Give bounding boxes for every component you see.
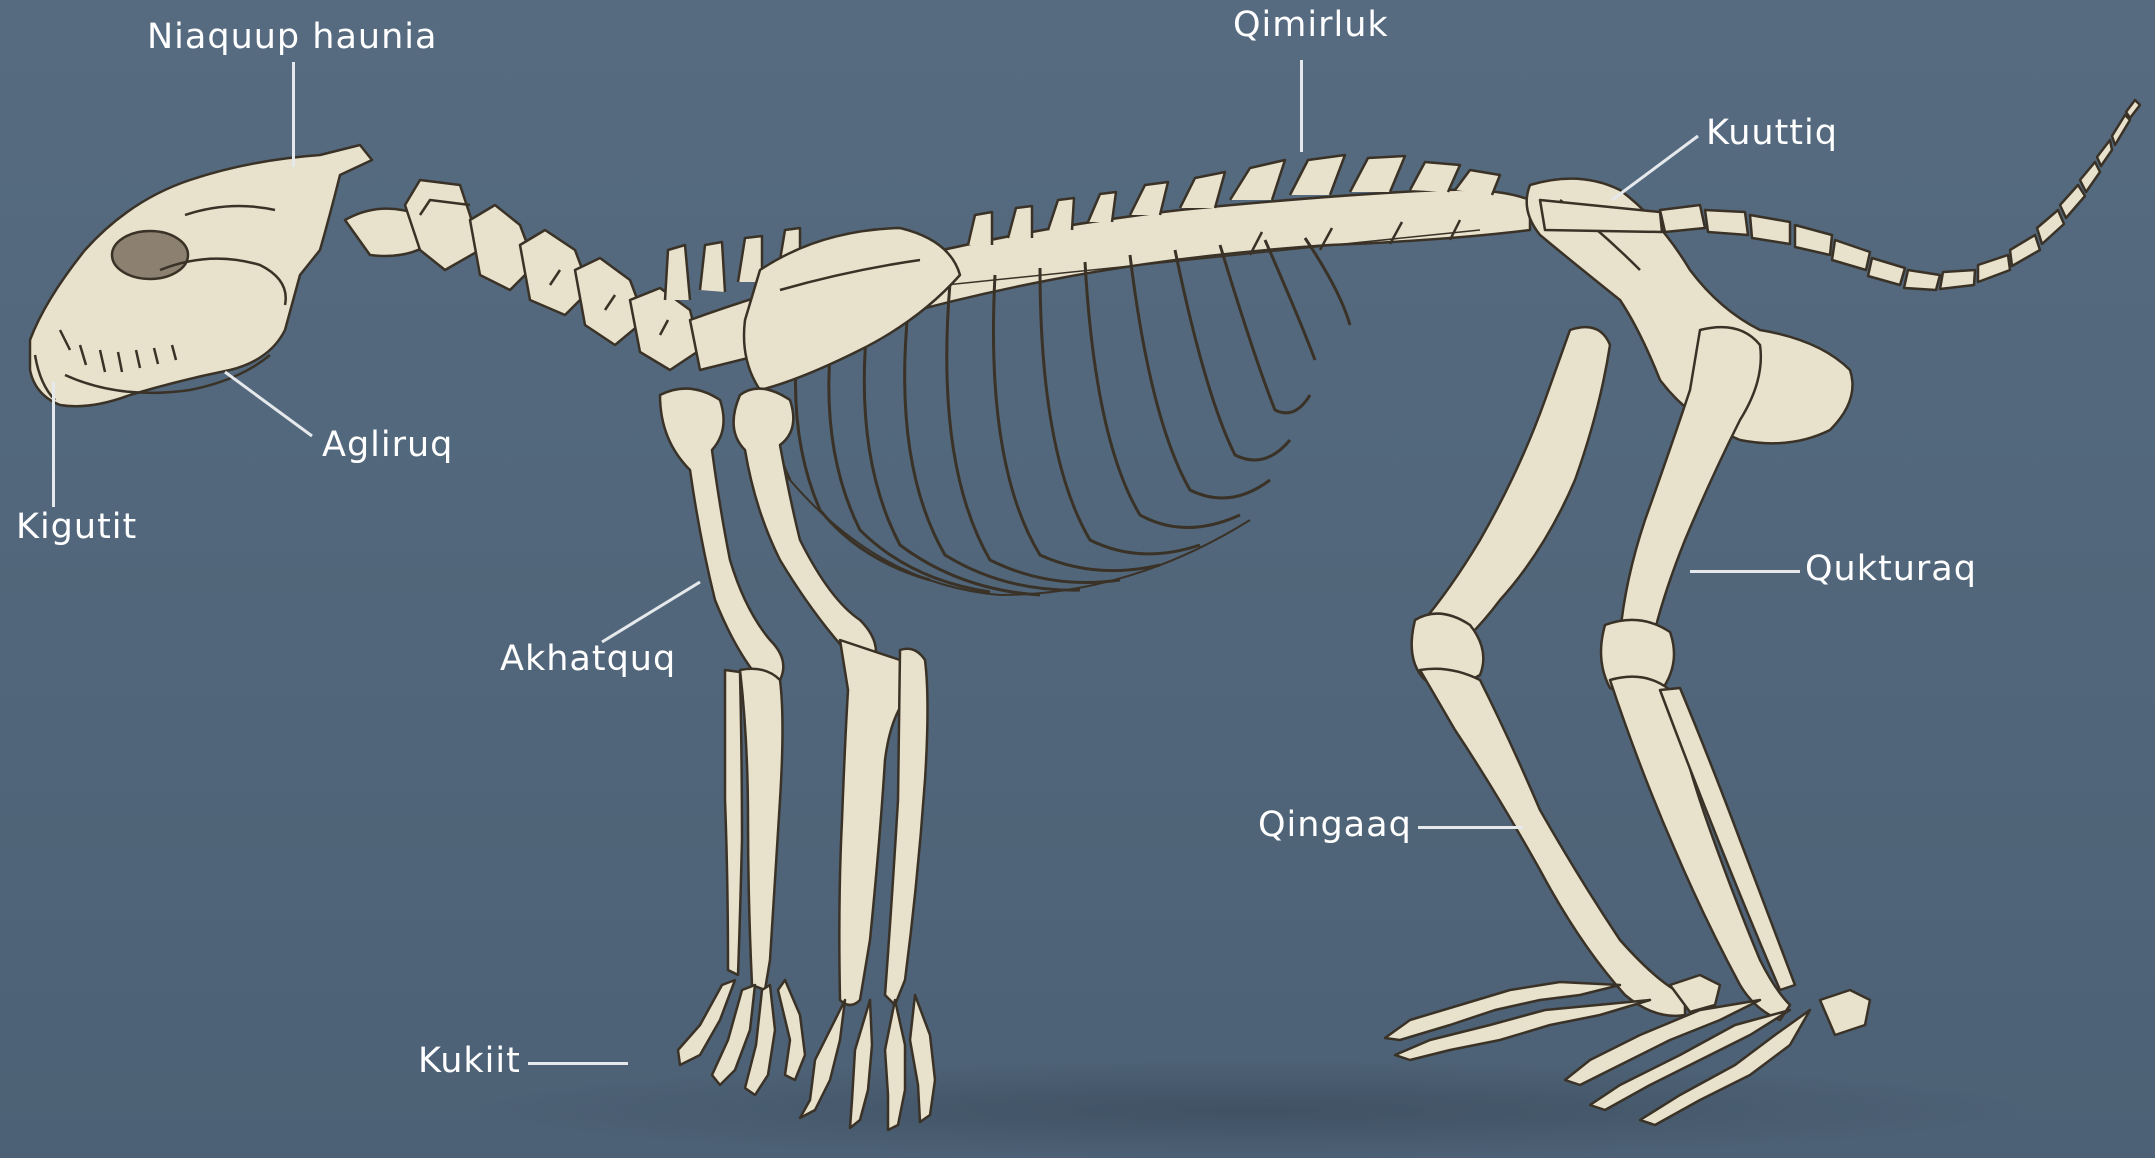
leader-line-spine bbox=[1300, 60, 1303, 152]
label-forelimb: Akhatquq bbox=[500, 642, 676, 677]
label-femur: Qukturaq bbox=[1805, 552, 1977, 587]
leader-line-forelimb bbox=[602, 582, 700, 642]
label-spine: Qimirluk bbox=[1233, 8, 1389, 43]
label-jaw: Agliruq bbox=[322, 428, 453, 463]
leader-line-femur bbox=[1690, 570, 1800, 573]
leader-line-pelvis bbox=[1612, 136, 1698, 200]
label-pelvis: Kuuttiq bbox=[1706, 116, 1838, 151]
leader-line-shin bbox=[1418, 826, 1523, 829]
leader-line-claws bbox=[528, 1062, 628, 1065]
label-teeth: Kigutit bbox=[16, 510, 137, 545]
label-skull: Niaquup haunia bbox=[147, 20, 437, 55]
label-shin: Qingaaq bbox=[1258, 808, 1412, 843]
label-claws: Kukiit bbox=[418, 1044, 521, 1079]
